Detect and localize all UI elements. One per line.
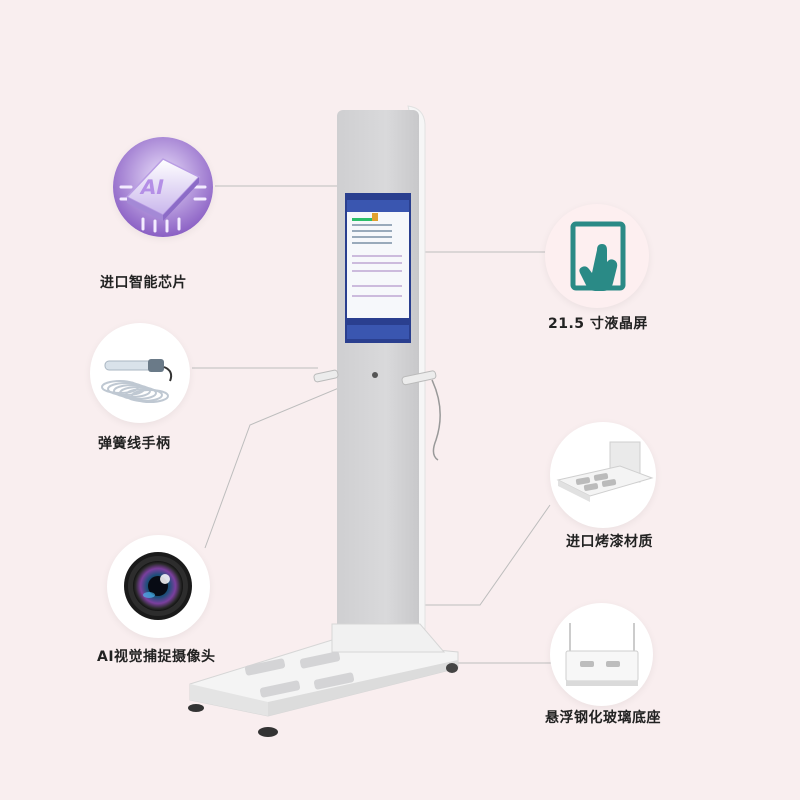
line-paint (420, 504, 551, 606)
line-camera (204, 374, 371, 549)
device-camera-hole (372, 372, 378, 378)
ai-chip-label: 进口智能芯片 (100, 275, 187, 291)
paint-circle (550, 422, 656, 528)
camera-lens-icon (124, 552, 192, 620)
glass-base-circle (550, 603, 653, 706)
ai-chip-circle: AI (113, 137, 213, 237)
handle-cable (431, 379, 441, 461)
device-screen (345, 193, 411, 343)
lcd-label: 21.5 寸液晶屏 (548, 316, 648, 332)
chip-label: AI (138, 175, 166, 199)
left-handle (313, 369, 339, 383)
camera-label: AI视觉捕捉摄像头 (97, 649, 216, 665)
spring-handle-icon (101, 359, 173, 403)
touch-screen-icon (570, 221, 626, 291)
ai-chip-icon: AI (113, 137, 213, 237)
camera-circle (107, 535, 210, 638)
lcd-circle (545, 204, 649, 308)
glass-base-icon (565, 623, 639, 686)
paint-base-icon (556, 441, 654, 502)
handle-circle (90, 323, 190, 423)
glass-base-label: 悬浮钢化玻璃底座 (545, 710, 661, 726)
paint-label: 进口烤漆材质 (566, 534, 653, 550)
right-handle (401, 370, 437, 386)
handle-label: 弹簧线手柄 (98, 436, 171, 452)
device-base (188, 623, 459, 737)
